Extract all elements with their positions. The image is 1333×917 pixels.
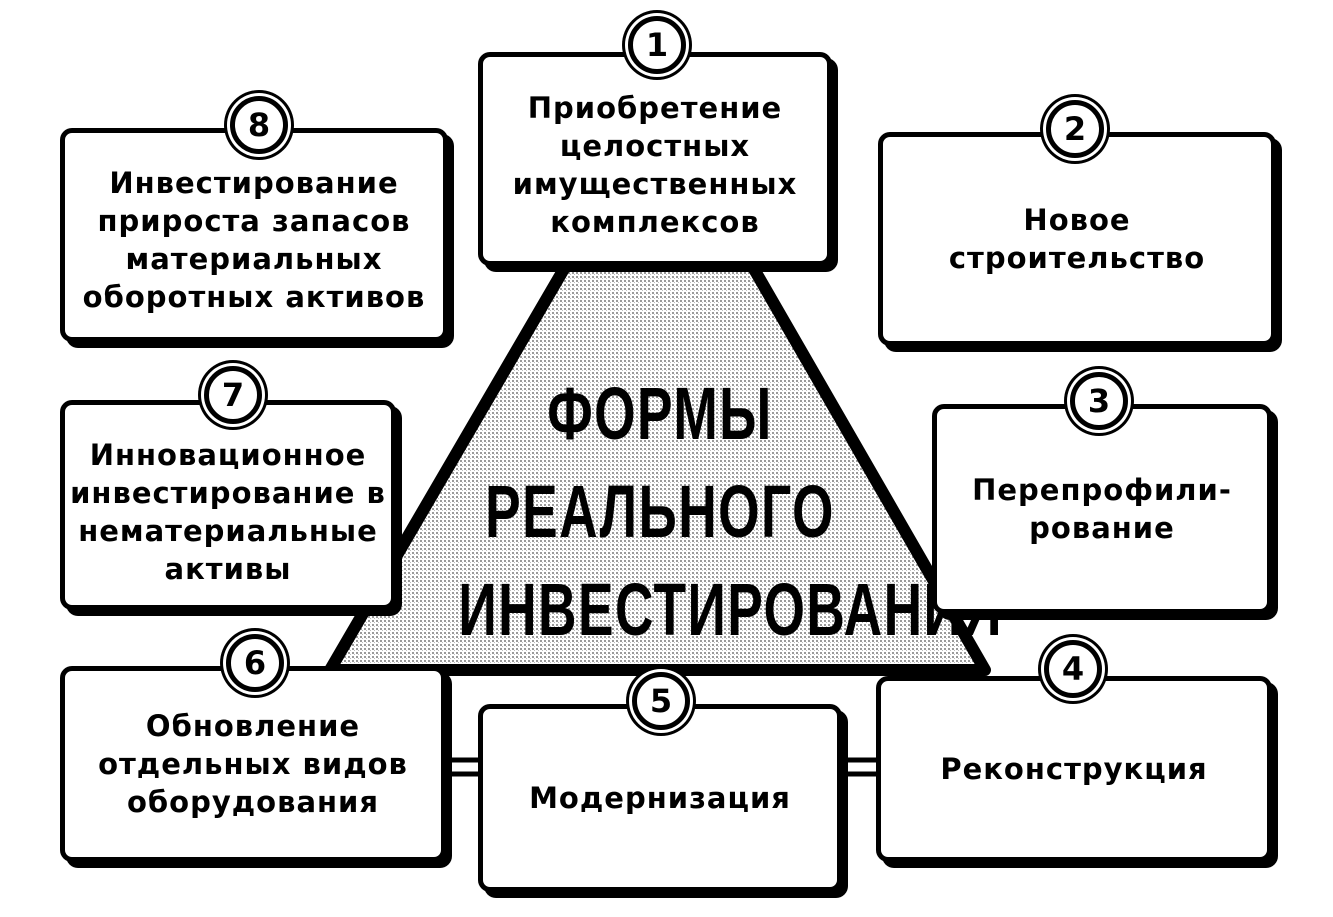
- form-box-2: Новое строительство: [878, 132, 1276, 346]
- form-number-1: 1: [628, 16, 686, 74]
- form-number-8: 8: [230, 96, 288, 154]
- form-box-7-text: Инновационное инвестирование в нематериа…: [70, 438, 386, 586]
- center-title-line-1: ФОРМЫ: [547, 372, 773, 455]
- form-number-4: 4: [1044, 640, 1102, 698]
- center-title-line-2: РЕАЛЬНОГО: [485, 470, 835, 553]
- form-box-7: Инновационное инвестирование в нематериа…: [60, 400, 396, 610]
- form-box-5-text: Модернизация: [529, 781, 791, 815]
- form-box-1: Приобретение целостных имущественных ком…: [478, 52, 832, 266]
- form-box-8: Инвестирование прироста запасов материал…: [60, 128, 448, 342]
- form-box-6: Обновление отдельных видов оборудования: [60, 666, 446, 862]
- form-number-5: 5: [632, 672, 690, 730]
- form-box-8-text: Инвестирование прироста запасов материал…: [82, 166, 426, 314]
- form-box-6-text: Обновление отдельных видов оборудования: [98, 709, 408, 819]
- form-box-4: Реконструкция: [876, 676, 1272, 862]
- form-number-6: 6: [226, 634, 284, 692]
- form-box-4-text: Реконструкция: [940, 752, 1208, 786]
- form-box-1-text: Приобретение целостных имущественных ком…: [512, 91, 798, 239]
- form-number-7: 7: [204, 366, 262, 424]
- form-box-3: Перепрофили- рование: [932, 404, 1272, 614]
- form-number-2: 2: [1046, 100, 1104, 158]
- center-title: ФОРМЫ РЕАЛЬНОГО ИНВЕСТИРОВАНИЯ: [458, 365, 1003, 659]
- center-title-line-3: ИНВЕСТИРОВАНИЯ: [458, 568, 1003, 651]
- form-box-3-text: Перепрофили- рование: [972, 473, 1232, 545]
- form-box-5: Модернизация: [478, 704, 842, 892]
- form-box-2-text: Новое строительство: [948, 203, 1206, 275]
- form-number-3: 3: [1070, 372, 1128, 430]
